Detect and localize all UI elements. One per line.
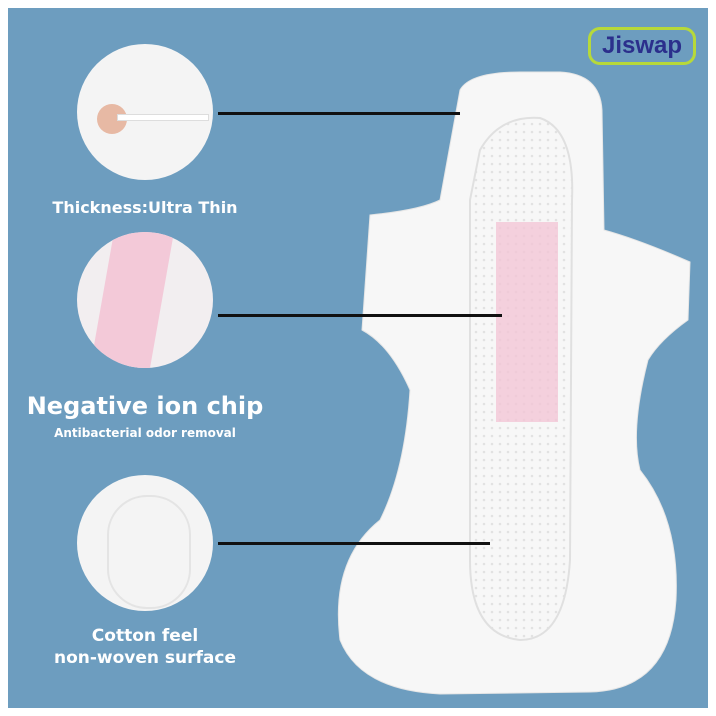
brand-logo: Jiswap xyxy=(588,27,696,65)
pointer-line-cotton xyxy=(218,542,490,545)
thickness-detail-image xyxy=(77,44,213,180)
ion-chip-subtitle: Antibacterial odor removal xyxy=(54,426,236,440)
thickness-label: Thickness:Ultra Thin xyxy=(52,198,238,217)
cotton-title: Cotton feel xyxy=(91,626,199,646)
pointer-line-ion-chip xyxy=(218,314,502,317)
logo-text: Jiswap xyxy=(601,32,683,59)
negative-ion-chip xyxy=(496,222,558,422)
ion-chip-detail-image xyxy=(77,232,213,368)
pointer-line-thickness xyxy=(218,112,460,115)
ion-chip-title: Negative ion chip xyxy=(26,392,264,420)
cotton-surface-detail-image xyxy=(77,475,213,611)
cotton-subtitle: non-woven surface xyxy=(53,648,237,668)
